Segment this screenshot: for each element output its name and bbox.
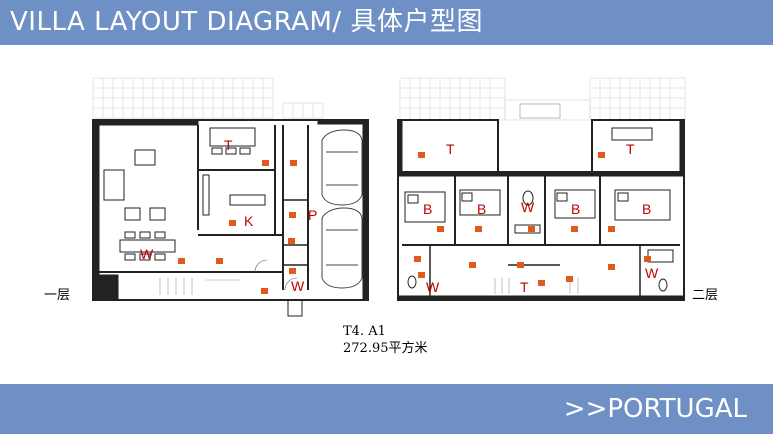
portugal-link[interactable]: >>PORTUGAL [563, 394, 747, 424]
label-bedroom-3: B [571, 201, 581, 217]
ground-room-tags [178, 160, 297, 294]
label-kitchen: K [244, 213, 254, 229]
upper-floor-label: 二层 [692, 288, 719, 303]
page-title: VILLA LAYOUT DIAGRAM/ 具体户型图 [10, 7, 483, 37]
label-terrace-upper-right: T [626, 141, 635, 157]
unit-info: T4. A1 272.95平方米 [343, 323, 428, 357]
unit-area: 272.95平方米 [343, 341, 428, 356]
label-bath-ground: W [291, 278, 305, 294]
title-banner: VILLA LAYOUT DIAGRAM/ 具体户型图 [0, 0, 773, 45]
upper-room-tags [414, 152, 651, 286]
label-bedroom-1: B [423, 201, 433, 217]
label-bedroom-4: B [642, 201, 652, 217]
ground-floor-label: 一层 [44, 288, 71, 303]
label-t-small: T [520, 279, 529, 295]
label-bath-mid: W [521, 199, 535, 215]
label-bedroom-2: B [477, 201, 487, 217]
label-terrace-ground: T [224, 137, 233, 153]
label-bath-upper-right: W [645, 265, 659, 281]
footer-banner: >>PORTUGAL [0, 384, 773, 434]
upper-floor-plan [397, 77, 686, 301]
label-living-wc: W [140, 246, 154, 262]
label-bath-upper-left: W [426, 279, 440, 295]
label-terrace-upper-left: T [446, 141, 455, 157]
unit-code: T4. A1 [343, 324, 386, 339]
ground-floor-plan [92, 77, 369, 317]
label-parking: P [308, 207, 318, 223]
